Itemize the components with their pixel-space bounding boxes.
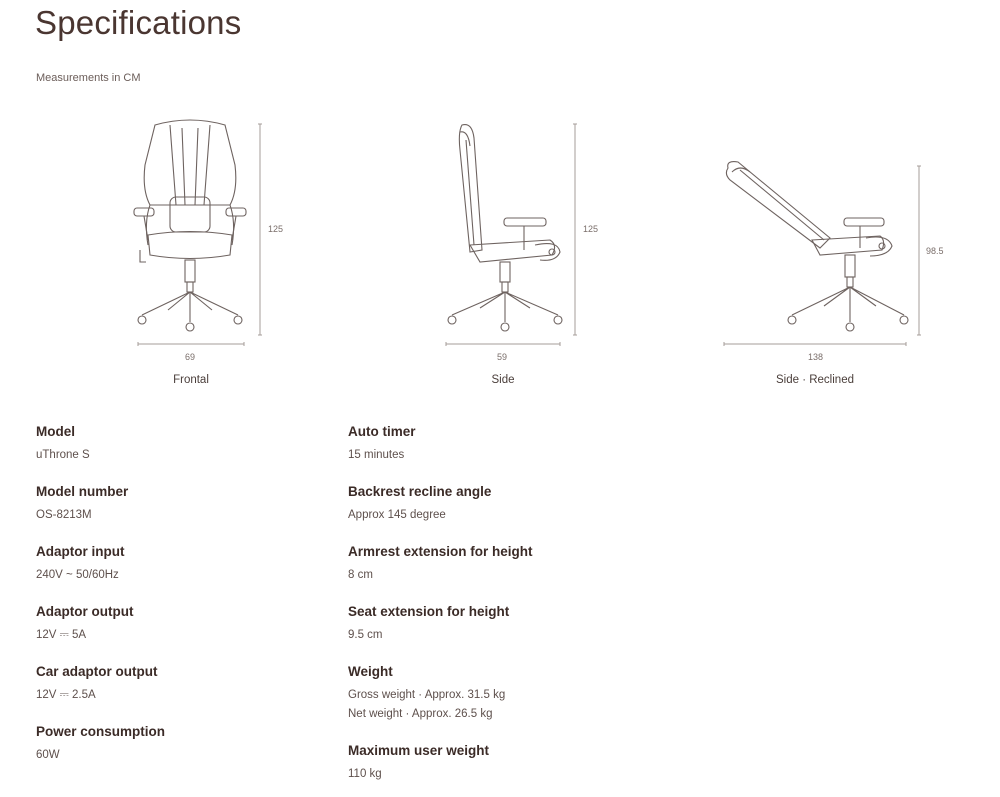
frontal-caption: Frontal — [173, 374, 209, 386]
spec-label: Auto timer — [348, 424, 416, 439]
spec-auto-timer: Auto timer 15 minutes — [348, 424, 416, 465]
spec-value: 110 kg — [348, 768, 382, 780]
spec-label: Car adaptor output — [36, 664, 158, 679]
spec-value: uThrone S — [36, 449, 90, 461]
spec-label: Model — [36, 424, 75, 439]
spec-armrest-extension: Armrest extension for height 8 cm — [348, 544, 533, 585]
reclined-height-label: 98.5 — [926, 246, 944, 256]
spec-value: 15 minutes — [348, 449, 405, 461]
spec-value: 8 cm — [348, 569, 373, 581]
spec-adaptor-input: Adaptor input 240V ~ 50/60Hz — [36, 544, 124, 585]
spec-car-adaptor-output: Car adaptor output 12V ⎓ 2.5A — [36, 664, 158, 705]
spec-adaptor-output: Adaptor output 12V ⎓ 5A — [36, 604, 133, 645]
spec-model-number: Model number OS-8213M — [36, 484, 128, 525]
side-reclined-chair-drawing: 98.5 138 — [723, 161, 944, 362]
frontal-diagram: 125 69 — [130, 110, 300, 365]
spec-label: Seat extension for height — [348, 604, 510, 619]
side-height-label: 125 — [583, 224, 598, 234]
spec-value: OS-8213M — [36, 509, 92, 521]
spec-value: 60W — [36, 749, 60, 761]
spec-value-gross: Gross weight · Approx. 31.5 kg — [348, 689, 506, 701]
side-width-label: 59 — [497, 352, 507, 362]
spec-weight: Weight Gross weight · Approx. 31.5 kg Ne… — [348, 664, 505, 724]
spec-label: Weight — [348, 664, 393, 679]
spec-label: Armrest extension for height — [348, 544, 533, 559]
spec-seat-extension: Seat extension for height 9.5 cm — [348, 604, 509, 645]
spec-label: Adaptor input — [36, 544, 125, 559]
spec-value: 9.5 cm — [348, 629, 383, 641]
side-caption: Side — [491, 374, 515, 386]
spec-label: Backrest recline angle — [348, 484, 492, 499]
measurement-unit-note: Measurements in CM — [36, 72, 141, 84]
spec-label: Maximum user weight — [348, 743, 490, 758]
spec-label: Adaptor output — [36, 604, 134, 619]
spec-value: 12V ⎓ 2.5A — [36, 689, 96, 701]
spec-value: 12V ⎓ 5A — [36, 629, 87, 641]
spec-label: Power consumption — [36, 724, 166, 739]
spec-value: 240V ~ 50/60Hz — [36, 569, 119, 581]
spec-value: Approx 145 degree — [348, 509, 446, 521]
spec-power-consumption: Power consumption 60W — [36, 724, 165, 765]
side-reclined-diagram: 98.5 138 — [720, 110, 960, 365]
spec-maximum-user-weight: Maximum user weight 110 kg — [348, 743, 489, 784]
side-chair-drawing: 125 59 — [445, 123, 598, 362]
page-title: Specifications — [35, 4, 242, 41]
spec-value-net: Net weight · Approx. 26.5 kg — [348, 708, 493, 720]
frontal-chair-drawing: 125 69 — [133, 119, 283, 362]
frontal-width-label: 69 — [185, 352, 195, 362]
spec-label: Model number — [36, 484, 129, 499]
side-diagram: 125 59 — [440, 110, 610, 365]
reclined-width-label: 138 — [808, 352, 823, 362]
frontal-height-label: 125 — [268, 224, 283, 234]
side-reclined-caption: Side · Reclined — [776, 374, 854, 386]
spec-model: Model uThrone S — [36, 424, 90, 465]
spec-backrest-recline-angle: Backrest recline angle Approx 145 degree — [348, 484, 491, 525]
